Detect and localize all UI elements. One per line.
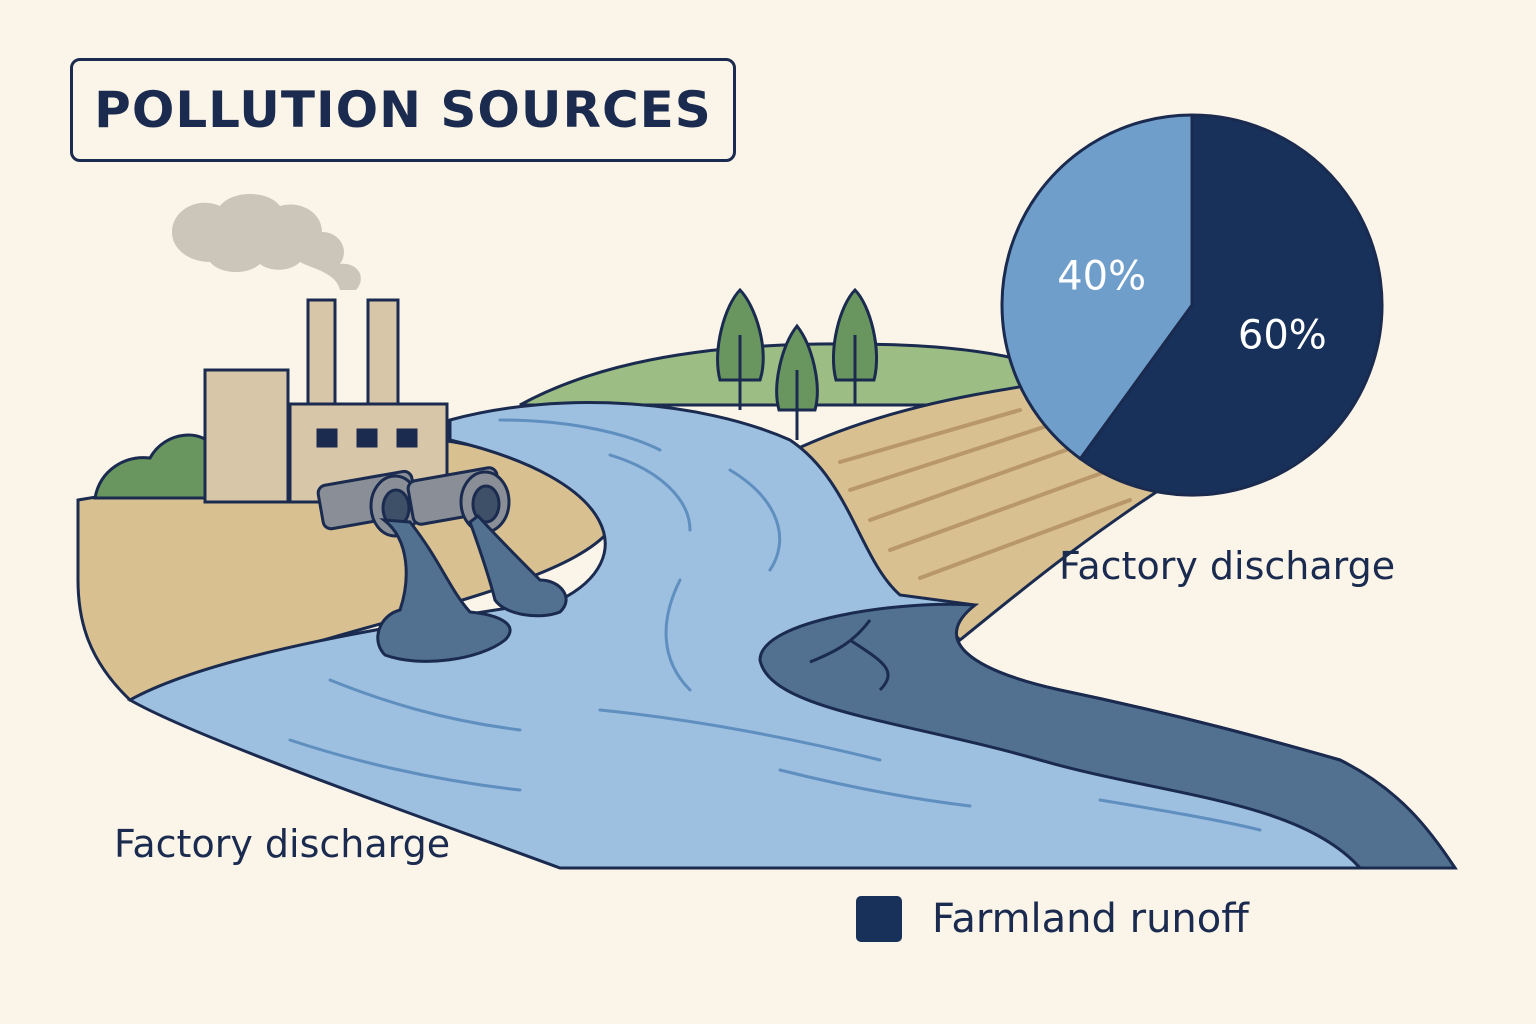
- legend-label: Farmland runoff: [932, 896, 1249, 942]
- label-factory-discharge-right: Factory discharge: [1059, 544, 1396, 588]
- river-ripples: [288, 418, 1262, 832]
- factory-icon: [203, 298, 449, 504]
- title-box: POLLUTION SOURCES: [70, 58, 736, 162]
- polluted-runoff: [758, 602, 1458, 870]
- legend-swatch: [856, 896, 902, 942]
- pie-label-1: 40%: [1057, 254, 1146, 300]
- runoff-streak: [809, 619, 890, 692]
- page-title: POLLUTION SOURCES: [94, 81, 712, 139]
- field-furrows: [838, 408, 1132, 580]
- bush: [93, 433, 217, 500]
- label-factory-discharge-left: Factory discharge: [114, 822, 451, 866]
- legend: Farmland runoff: [856, 896, 1249, 942]
- pipe-icon: [316, 466, 511, 538]
- pie-slice-1: [1000, 113, 1194, 461]
- discharge-stream-2: [468, 513, 568, 618]
- smoke-icon: [172, 194, 361, 290]
- tree-icon: [716, 287, 879, 440]
- pie-label-0: 60%: [1238, 312, 1327, 358]
- pie-chart: 60% 40%: [1000, 113, 1384, 497]
- discharge-stream: [376, 518, 512, 663]
- pie-slice-0: [1078, 113, 1384, 497]
